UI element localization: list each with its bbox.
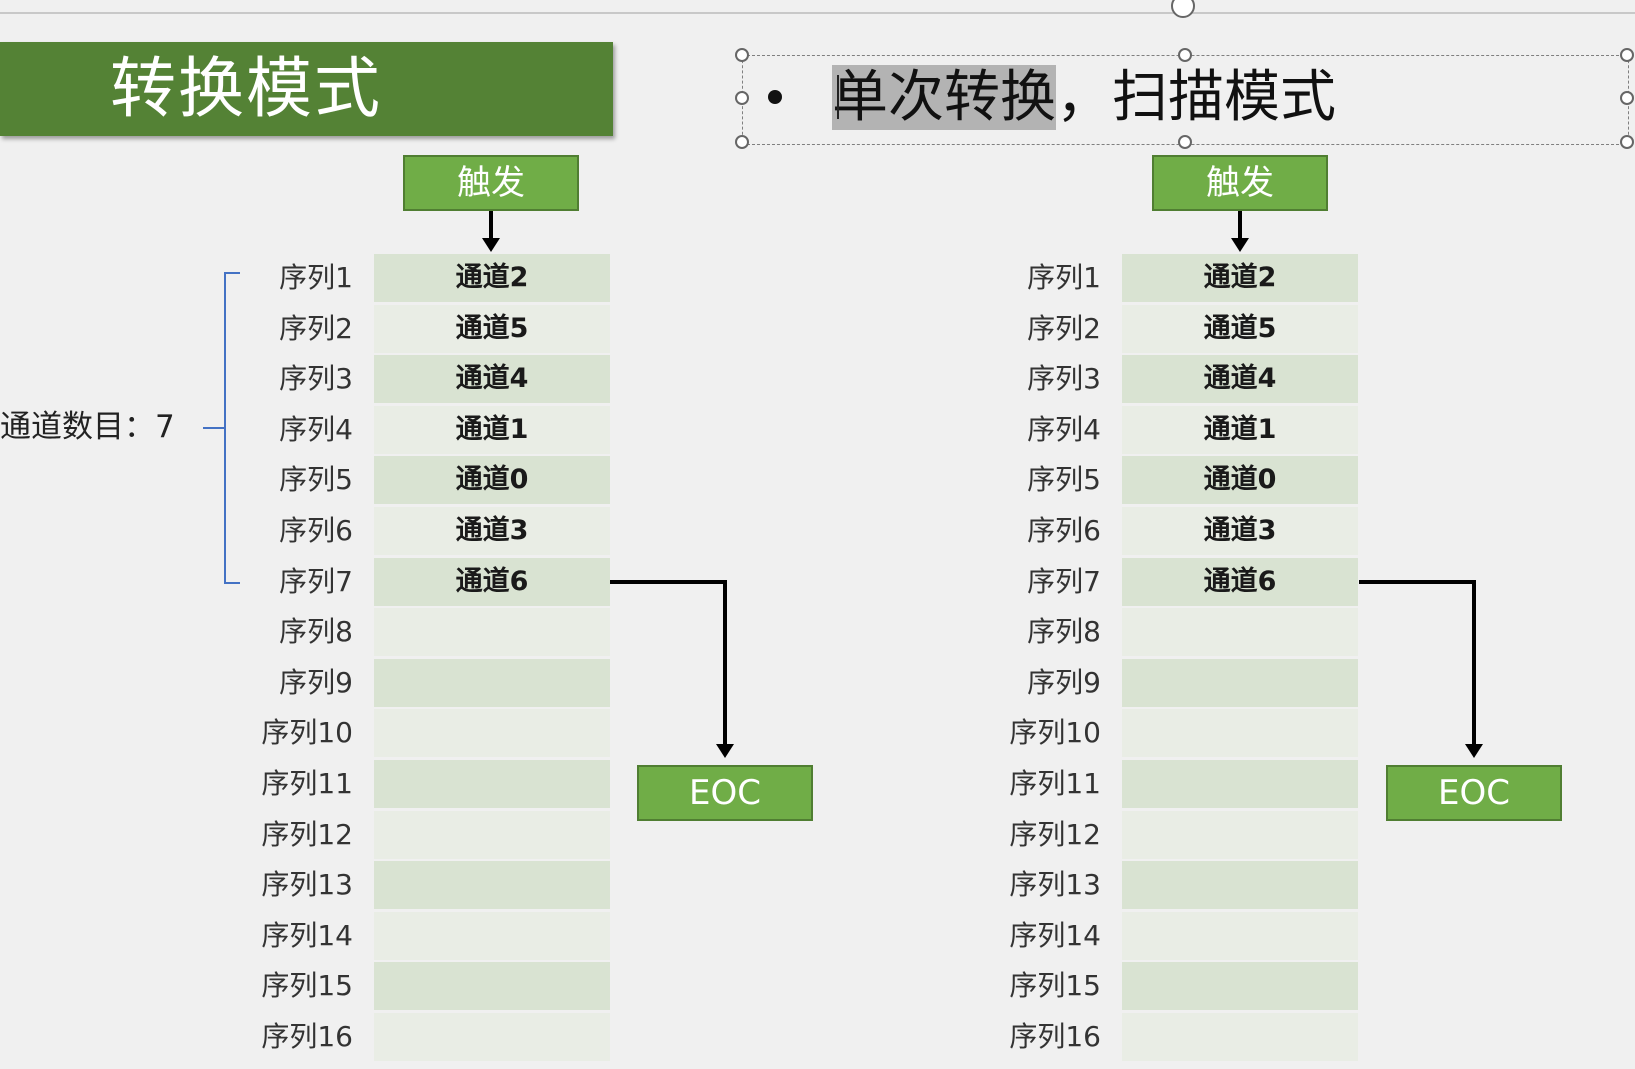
sequence-channel-cell: 通道2: [1122, 254, 1358, 302]
sequence-label: 序列9: [1027, 666, 1101, 699]
sequence-channel-cell: 通道0: [1122, 456, 1358, 504]
sequence-channel-cell: 通道5: [374, 305, 610, 353]
eoc-arrow-head-right: [1465, 744, 1483, 758]
sequence-channel-cell: 通道1: [1122, 406, 1358, 454]
slide-title: 转换模式: [110, 50, 382, 127]
resize-handle-bottom-center[interactable]: [1178, 135, 1192, 149]
sequence-channel-cell: 通道6: [374, 558, 610, 606]
sequence-label: 序列16: [1009, 1020, 1101, 1053]
sequence-channel-cell: [374, 811, 610, 859]
sequence-channel-cell: 通道3: [374, 507, 610, 555]
eoc-box-left[interactable]: EOC: [637, 765, 813, 821]
eoc-line-vertical-right: [1472, 580, 1476, 745]
sequence-label: 序列12: [261, 818, 353, 851]
sequence-channel-cell: 通道2: [374, 254, 610, 302]
sequence-label: 序列12: [1009, 818, 1101, 851]
sequence-channel-cell: [1122, 962, 1358, 1010]
sequence-channel-cell: [1122, 659, 1358, 707]
sequence-channel-cell: 通道4: [1122, 355, 1358, 403]
rotate-handle[interactable]: [1171, 0, 1195, 18]
sequence-label: 序列10: [1009, 716, 1101, 749]
sequence-label: 序列2: [279, 312, 353, 345]
eoc-line-horizontal-right: [1359, 580, 1476, 584]
bullet-point-icon: [768, 90, 782, 104]
sequence-label: 序列6: [279, 514, 353, 547]
selected-text[interactable]: 单次转换: [832, 65, 1056, 130]
sequence-channel-cell: [374, 608, 610, 656]
sequence-channel-cell: [1122, 608, 1358, 656]
sequence-label: 序列14: [261, 919, 353, 952]
sequence-label: 序列3: [1027, 362, 1101, 395]
sequence-label: 序列14: [1009, 919, 1101, 952]
resize-handle-top-center[interactable]: [1178, 48, 1192, 62]
sequence-label: 序列5: [279, 463, 353, 496]
sequence-label: 序列4: [279, 413, 353, 446]
sequence-channel-cell: 通道5: [1122, 305, 1358, 353]
sequence-label: 序列8: [279, 615, 353, 648]
sequence-label: 序列1: [279, 261, 353, 294]
trigger-box-left[interactable]: 触发: [403, 155, 579, 211]
trigger-arrow-line-right: [1238, 211, 1242, 239]
trigger-arrow-head-left: [482, 238, 500, 252]
eoc-box-right[interactable]: EOC: [1386, 765, 1562, 821]
sequence-label: 序列1: [1027, 261, 1101, 294]
sequence-label: 序列13: [261, 868, 353, 901]
sequence-label: 序列11: [1009, 767, 1101, 800]
sequence-channel-cell: [1122, 1013, 1358, 1061]
clipped-next-line: [0, 1062, 1635, 1069]
sequence-label: 序列4: [1027, 413, 1101, 446]
brace-tick: [203, 427, 225, 429]
sequence-label: 序列15: [261, 969, 353, 1002]
slide-title-box[interactable]: 转换模式: [0, 42, 613, 136]
sequence-channel-cell: [1122, 709, 1358, 757]
sequence-channel-cell: [374, 659, 610, 707]
sequence-channel-cell: [374, 1013, 610, 1061]
sequence-channel-cell: 通道0: [374, 456, 610, 504]
sequence-channel-cell: 通道4: [374, 355, 610, 403]
eoc-line-horizontal-left: [610, 580, 727, 584]
channel-group-brace: [224, 272, 240, 584]
sequence-channel-cell: 通道3: [1122, 507, 1358, 555]
slide-top-border: [0, 12, 1635, 14]
sequence-channel-cell: [374, 962, 610, 1010]
channel-count-label: 通道数目：7: [0, 409, 175, 445]
sequence-label: 序列11: [261, 767, 353, 800]
sequence-channel-cell: [374, 861, 610, 909]
sequence-channel-cell: [1122, 912, 1358, 960]
sequence-channel-cell: [374, 709, 610, 757]
eoc-line-vertical-left: [723, 580, 727, 745]
trigger-box-right[interactable]: 触发: [1152, 155, 1328, 211]
text-cursor-icon: [837, 75, 839, 119]
sequence-channel-cell: 通道6: [1122, 558, 1358, 606]
sequence-label: 序列10: [261, 716, 353, 749]
resize-handle-middle-left[interactable]: [735, 91, 749, 105]
resize-handle-bottom-left[interactable]: [735, 135, 749, 149]
heading-rest-text[interactable]: ，扫描模式: [1056, 65, 1336, 130]
slide-heading[interactable]: 单次转换，扫描模式: [832, 60, 1336, 136]
sequence-label: 序列9: [279, 666, 353, 699]
eoc-arrow-head-left: [716, 744, 734, 758]
sequence-label: 序列16: [261, 1020, 353, 1053]
sequence-label: 序列8: [1027, 615, 1101, 648]
trigger-arrow-line-left: [489, 211, 493, 239]
sequence-channel-cell: [1122, 811, 1358, 859]
sequence-channel-cell: [374, 760, 610, 808]
sequence-label: 序列7: [1027, 565, 1101, 598]
sequence-channel-cell: 通道1: [374, 406, 610, 454]
resize-handle-middle-right[interactable]: [1620, 91, 1634, 105]
resize-handle-top-right[interactable]: [1620, 48, 1634, 62]
sequence-label: 序列13: [1009, 868, 1101, 901]
sequence-label: 序列15: [1009, 969, 1101, 1002]
sequence-label: 序列2: [1027, 312, 1101, 345]
resize-handle-bottom-right[interactable]: [1620, 135, 1634, 149]
sequence-label: 序列7: [279, 565, 353, 598]
sequence-channel-cell: [374, 912, 610, 960]
trigger-arrow-head-right: [1231, 238, 1249, 252]
resize-handle-top-left[interactable]: [735, 48, 749, 62]
sequence-channel-cell: [1122, 760, 1358, 808]
sequence-label: 序列5: [1027, 463, 1101, 496]
sequence-label: 序列3: [279, 362, 353, 395]
sequence-label: 序列6: [1027, 514, 1101, 547]
sequence-channel-cell: [1122, 861, 1358, 909]
